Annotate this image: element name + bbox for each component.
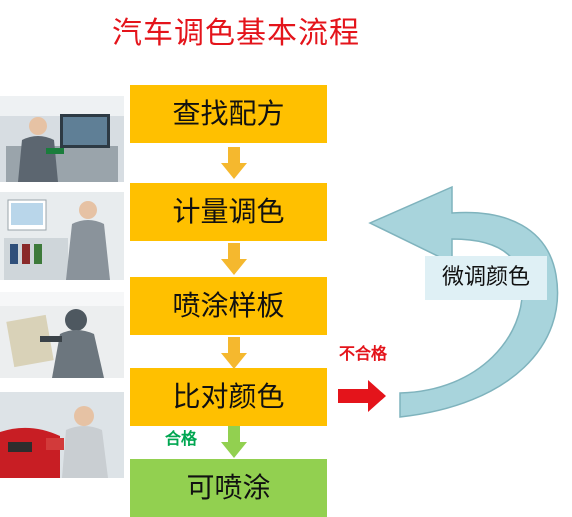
photo-spray-booth (0, 292, 124, 378)
arrow-down-icon (221, 337, 247, 369)
diagram-title: 汽车调色基本流程 (112, 16, 360, 51)
fail-label: 不合格 (339, 344, 388, 363)
photo-technician-mixing (0, 192, 124, 280)
arrow-down-icon (221, 243, 247, 275)
step-ready-to-spray: 可喷涂 (130, 459, 327, 517)
fail-arrow-icon (338, 380, 386, 412)
fine-tune-color-label: 微调颜色 (425, 256, 547, 300)
pass-label: 合格 (165, 429, 198, 448)
photo-technician-formula (0, 96, 124, 182)
step-spray-sample: 喷涂样板 (130, 277, 327, 335)
pass-arrow-icon (221, 426, 247, 458)
arrow-down-icon (221, 147, 247, 179)
step-measure-mix: 计量调色 (130, 183, 327, 241)
feedback-loop-arrow-icon (360, 155, 572, 420)
step-find-formula: 查找配方 (130, 85, 327, 143)
step-compare-color: 比对颜色 (130, 368, 327, 426)
photo-color-comparison (0, 392, 124, 478)
